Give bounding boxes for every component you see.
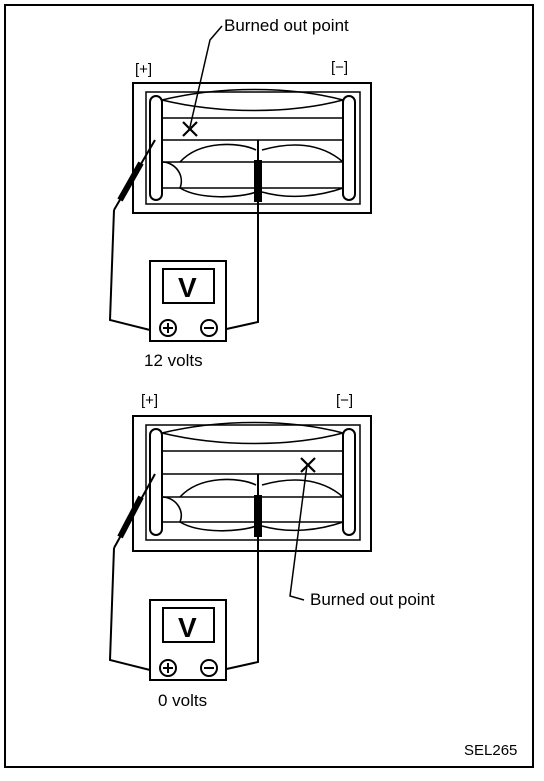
- top-glass-inner: [145, 91, 361, 205]
- top-probe-right: [254, 140, 262, 222]
- top-voltmeter: [149, 260, 227, 342]
- bottom-meter-symbol: V: [178, 612, 197, 643]
- top-grid-lines: [161, 88, 344, 198]
- top-burned-mark-icon: [182, 121, 198, 137]
- top-reading: 12 volts: [144, 351, 203, 370]
- bottom-probe-left: [113, 473, 156, 549]
- bottom-burned-mark-icon: [300, 457, 316, 473]
- top-panel: Burned out point [+] [−] V 12 volts: [108, 16, 372, 370]
- bottom-burned-leader: [289, 464, 308, 601]
- top-minus-label: [−]: [331, 59, 348, 76]
- bottom-glass-outer: [132, 415, 372, 552]
- bottom-burned-label: Burned out point: [310, 590, 435, 609]
- top-meter-symbol: V: [178, 272, 197, 303]
- bottom-probe-right: [254, 474, 262, 560]
- top-left-bus-bar: [149, 95, 163, 201]
- bottom-grid-lines: [161, 421, 344, 532]
- bottom-reading: 0 volts: [158, 691, 207, 710]
- top-plus-label: [+]: [135, 61, 152, 78]
- bottom-plus-label: [+]: [141, 392, 158, 409]
- top-wire-positive: [108, 209, 151, 331]
- top-probe-left: [113, 139, 156, 211]
- top-right-bus-bar: [342, 95, 356, 201]
- bottom-glass-inner: [145, 424, 361, 541]
- top-glass-outer: [132, 82, 372, 214]
- bottom-wire-positive: [108, 547, 151, 671]
- bottom-voltmeter: [149, 599, 227, 681]
- figure-border: [4, 4, 534, 768]
- top-burned-label: Burned out point: [224, 16, 349, 35]
- top-wire-negative: [221, 222, 259, 331]
- bottom-wire-negative: [221, 560, 259, 671]
- bottom-panel: [+] [−] V Burned out point 0 volts: [108, 392, 435, 710]
- figure-code: SEL265: [464, 742, 517, 759]
- bottom-left-bus-bar: [149, 428, 163, 536]
- bottom-minus-label: [−]: [336, 392, 353, 409]
- top-burned-leader: [189, 25, 223, 128]
- bottom-right-bus-bar: [342, 428, 356, 536]
